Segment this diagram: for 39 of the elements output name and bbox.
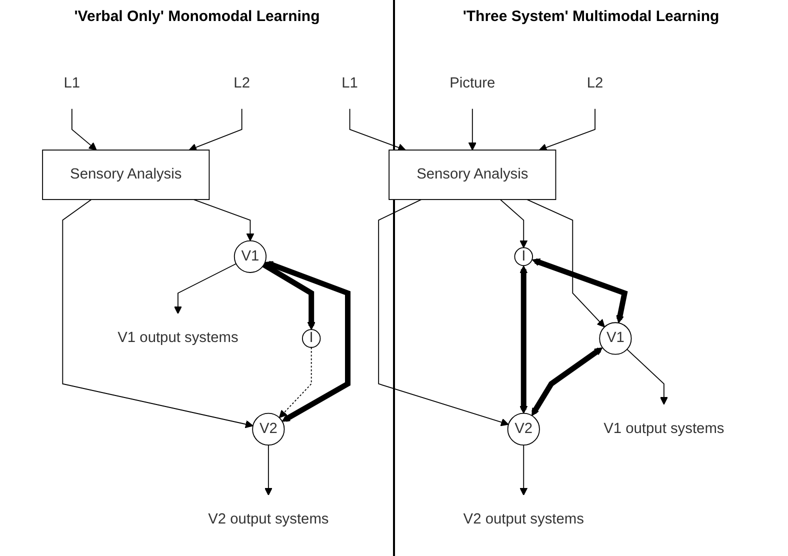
node-box: Sensory Analysis xyxy=(42,150,210,200)
arrow xyxy=(520,266,528,414)
panel-title: 'Three System' Multimodal Learning xyxy=(462,7,720,27)
node-circle: V1 xyxy=(234,240,267,273)
node-text: V2 output systems xyxy=(463,512,584,528)
node-text: L1 xyxy=(342,76,358,92)
node-circle: V2 xyxy=(252,412,285,446)
arrow xyxy=(188,108,242,152)
panel-title: 'Verbal Only' Monomodal Learning xyxy=(73,7,321,27)
node-box: Sensory Analysis xyxy=(388,150,556,200)
arrow xyxy=(532,258,628,324)
arrow xyxy=(526,199,605,328)
arrow xyxy=(174,263,237,314)
node-circle: I xyxy=(514,247,533,266)
node-text: L1 xyxy=(64,76,80,92)
arrow xyxy=(264,444,272,496)
node-circle: V2 xyxy=(507,412,540,446)
arrow xyxy=(531,347,603,416)
arrow xyxy=(538,108,596,152)
arrow xyxy=(520,444,528,496)
node-text: L2 xyxy=(586,76,604,92)
arrow xyxy=(349,108,406,152)
arrow xyxy=(468,108,476,150)
node-text: Picture xyxy=(450,76,496,92)
node-text: V1 output systems xyxy=(604,420,724,437)
node-text: V2 output systems xyxy=(208,512,329,528)
arrow xyxy=(262,262,316,330)
arrow xyxy=(62,199,254,428)
arrow xyxy=(71,108,97,150)
node-circle: I xyxy=(302,329,321,348)
arrow xyxy=(378,199,509,426)
arrow xyxy=(626,348,668,405)
arrow xyxy=(193,199,254,242)
node-text: V1 output systems xyxy=(118,330,238,346)
arrow xyxy=(265,260,350,422)
arrow xyxy=(500,199,528,248)
arrow xyxy=(278,346,312,418)
node-circle: V1 xyxy=(599,322,632,355)
node-text: L2 xyxy=(234,76,250,92)
